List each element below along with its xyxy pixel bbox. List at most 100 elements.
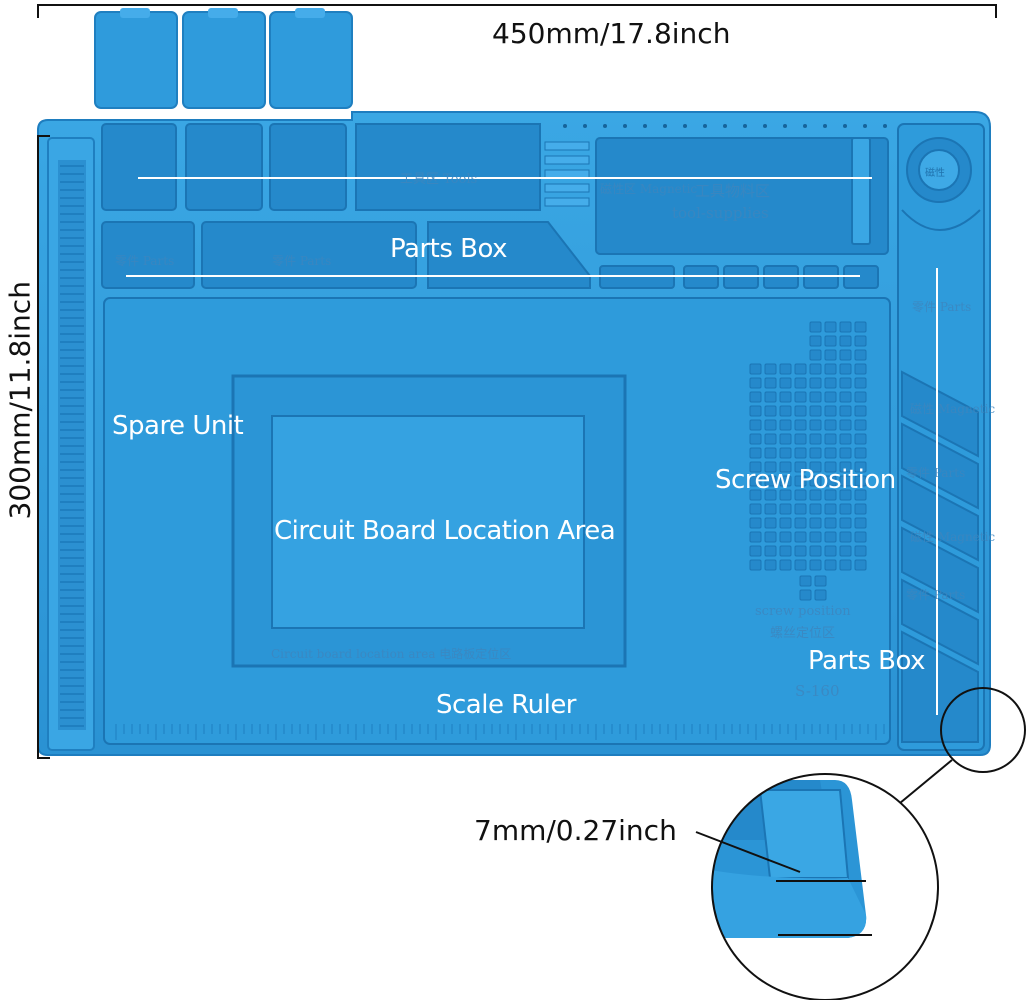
embossed-parts-1: 零件 Parts (115, 254, 175, 268)
screw-cell (779, 377, 792, 389)
screw-cell (794, 545, 807, 557)
screw-cell (854, 447, 867, 459)
screw-cell (809, 503, 822, 515)
screw-cell (809, 447, 822, 459)
screw-cell (764, 503, 777, 515)
screw-cell (779, 503, 792, 515)
embossed-parts-2: 零件 Parts (272, 254, 332, 268)
embossed-parts-right-3: 零件 Parts (906, 588, 966, 602)
screw-cell (749, 517, 762, 529)
screw-cell (839, 517, 852, 529)
screw-cell (809, 489, 822, 501)
screw-cell (814, 575, 827, 587)
embossed-model: S-160 (795, 682, 840, 700)
screw-cell (824, 377, 837, 389)
screw-cell (794, 531, 807, 543)
screw-cell (854, 475, 867, 487)
screw-cell (824, 545, 837, 557)
dimension-lines (37, 4, 997, 759)
screw-cell (814, 589, 827, 601)
screw-cell (749, 433, 762, 445)
screw-cell (839, 419, 852, 431)
screw-cell (824, 391, 837, 403)
screw-cell (839, 335, 852, 347)
screw-cell (749, 391, 762, 403)
embossed-screw-cn: 螺丝定位区 (770, 626, 836, 641)
screw-cell (839, 363, 852, 375)
top-compartments (101, 123, 889, 255)
width-dimension-label: 450mm/17.8inch (492, 17, 731, 50)
screw-cell (794, 489, 807, 501)
screw-cell (764, 489, 777, 501)
label-spare-unit: Spare Unit (112, 411, 244, 441)
screw-cell (764, 391, 777, 403)
embossed-circuit-area: Circuit board location area 电路板定位区 (271, 647, 512, 661)
screw-cell (794, 363, 807, 375)
screw-cell (749, 503, 762, 515)
zoom-callout (695, 687, 1026, 1000)
screw-cell (779, 461, 792, 473)
screw-cell (749, 405, 762, 417)
screw-cell (809, 517, 822, 529)
screw-cell (749, 559, 762, 571)
screw-cell (854, 489, 867, 501)
screw-cell (809, 433, 822, 445)
screw-cell (824, 531, 837, 543)
screw-cell (824, 349, 837, 361)
screw-cell (809, 419, 822, 431)
screw-cell (749, 475, 762, 487)
screw-cell (809, 321, 822, 333)
screw-cell (839, 321, 852, 333)
screw-cell (779, 433, 792, 445)
thickness-dimension-label: 7mm/0.27inch (474, 814, 677, 847)
screw-cell (839, 405, 852, 417)
screw-cell (839, 461, 852, 473)
screw-cell (809, 363, 822, 375)
screw-cell (799, 589, 812, 601)
screw-cell (824, 419, 837, 431)
embossed-tool-supplies-en: tool-supplies (672, 204, 769, 222)
lid-compartments (94, 8, 353, 109)
screw-cell (824, 363, 837, 375)
screw-cell (839, 433, 852, 445)
screw-cell (854, 433, 867, 445)
screw-cell (839, 377, 852, 389)
screw-cell (854, 349, 867, 361)
screw-cell (809, 377, 822, 389)
screw-cell (854, 559, 867, 571)
screw-cell (839, 447, 852, 459)
screw-cell (854, 405, 867, 417)
screw-cell (794, 503, 807, 515)
screw-cell (839, 391, 852, 403)
screw-cell (854, 321, 867, 333)
screw-cell (824, 475, 837, 487)
screw-cell (809, 559, 822, 571)
screw-cell (779, 517, 792, 529)
screw-cell (809, 405, 822, 417)
screw-cell (824, 559, 837, 571)
screw-cell (839, 475, 852, 487)
screw-cell (839, 503, 852, 515)
screw-cell (749, 447, 762, 459)
screw-cell (749, 545, 762, 557)
embossed-magnetic-right-2: 磁性 Magnetic (910, 530, 996, 544)
screw-cell (779, 531, 792, 543)
screw-cell (809, 461, 822, 473)
screw-cell (764, 461, 777, 473)
screw-cell (794, 405, 807, 417)
embossed-tools: 工具区 Tools (400, 172, 478, 187)
screw-cell (854, 377, 867, 389)
screw-cell (809, 531, 822, 543)
screw-cell (749, 377, 762, 389)
screw-cell (824, 335, 837, 347)
screw-cell (809, 475, 822, 487)
screw-cell (764, 377, 777, 389)
screw-cell (794, 447, 807, 459)
right-column (897, 123, 985, 751)
screw-cell (809, 335, 822, 347)
screw-cell (749, 419, 762, 431)
screw-cell (839, 489, 852, 501)
screw-cell (794, 461, 807, 473)
label-circuit-board-area: Circuit Board Location Area (274, 516, 616, 546)
